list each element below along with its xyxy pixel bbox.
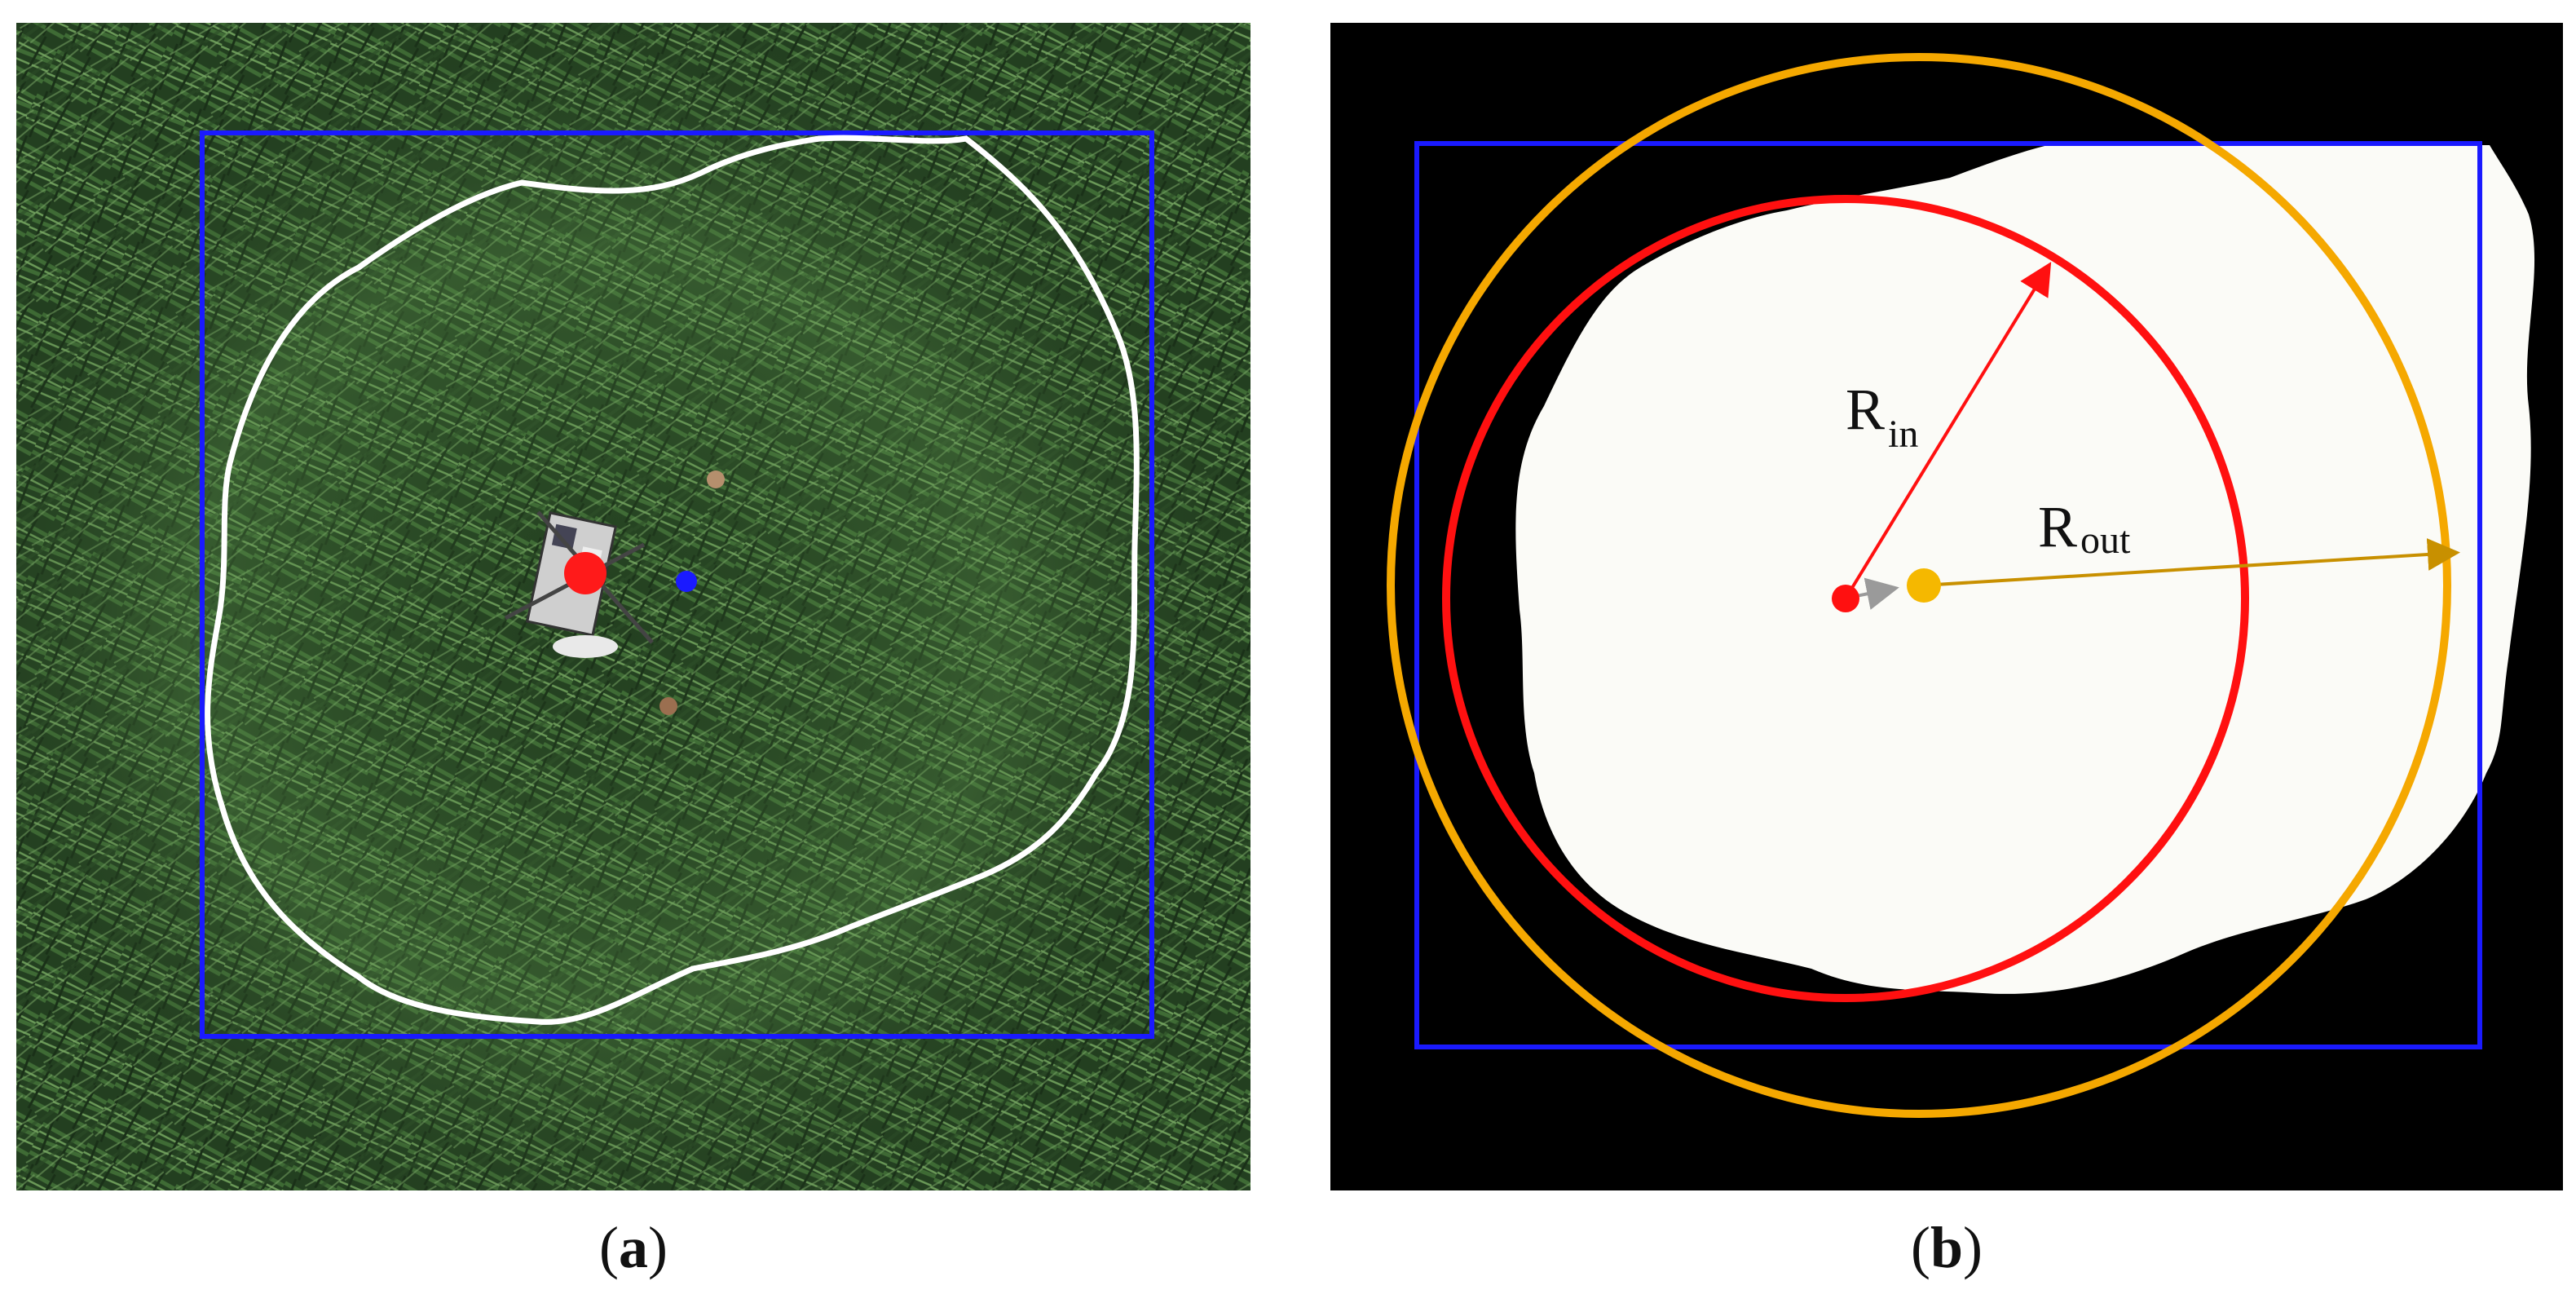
bounding-box	[200, 130, 1154, 1039]
r-out-arrow	[1921, 537, 2460, 587]
box-center-dot	[676, 571, 697, 592]
r-in-arrow	[1844, 262, 2052, 600]
mask-diagram: Rin Rout	[1330, 23, 2563, 1190]
aerial-image	[16, 23, 1251, 1190]
drone-center-dot	[564, 552, 607, 594]
caption-b: (b)	[1910, 1215, 1983, 1280]
lodging-contour	[205, 135, 1140, 1025]
r-in-label: Rin	[1846, 377, 1918, 456]
inner-circle	[1442, 195, 2249, 1002]
panel-b-mask-diagram: Rin Rout	[1330, 23, 2563, 1190]
outer-circle	[1387, 53, 2451, 1118]
inner-center-dot	[1832, 585, 1859, 612]
caption-a: (a)	[599, 1215, 668, 1280]
bounding-box	[1414, 141, 2482, 1049]
outer-center-dot	[1907, 568, 1941, 603]
lodging-mask	[1515, 145, 2535, 994]
panel-a-aerial-photo	[16, 23, 1251, 1190]
r-out-label: Rout	[2038, 494, 2131, 562]
